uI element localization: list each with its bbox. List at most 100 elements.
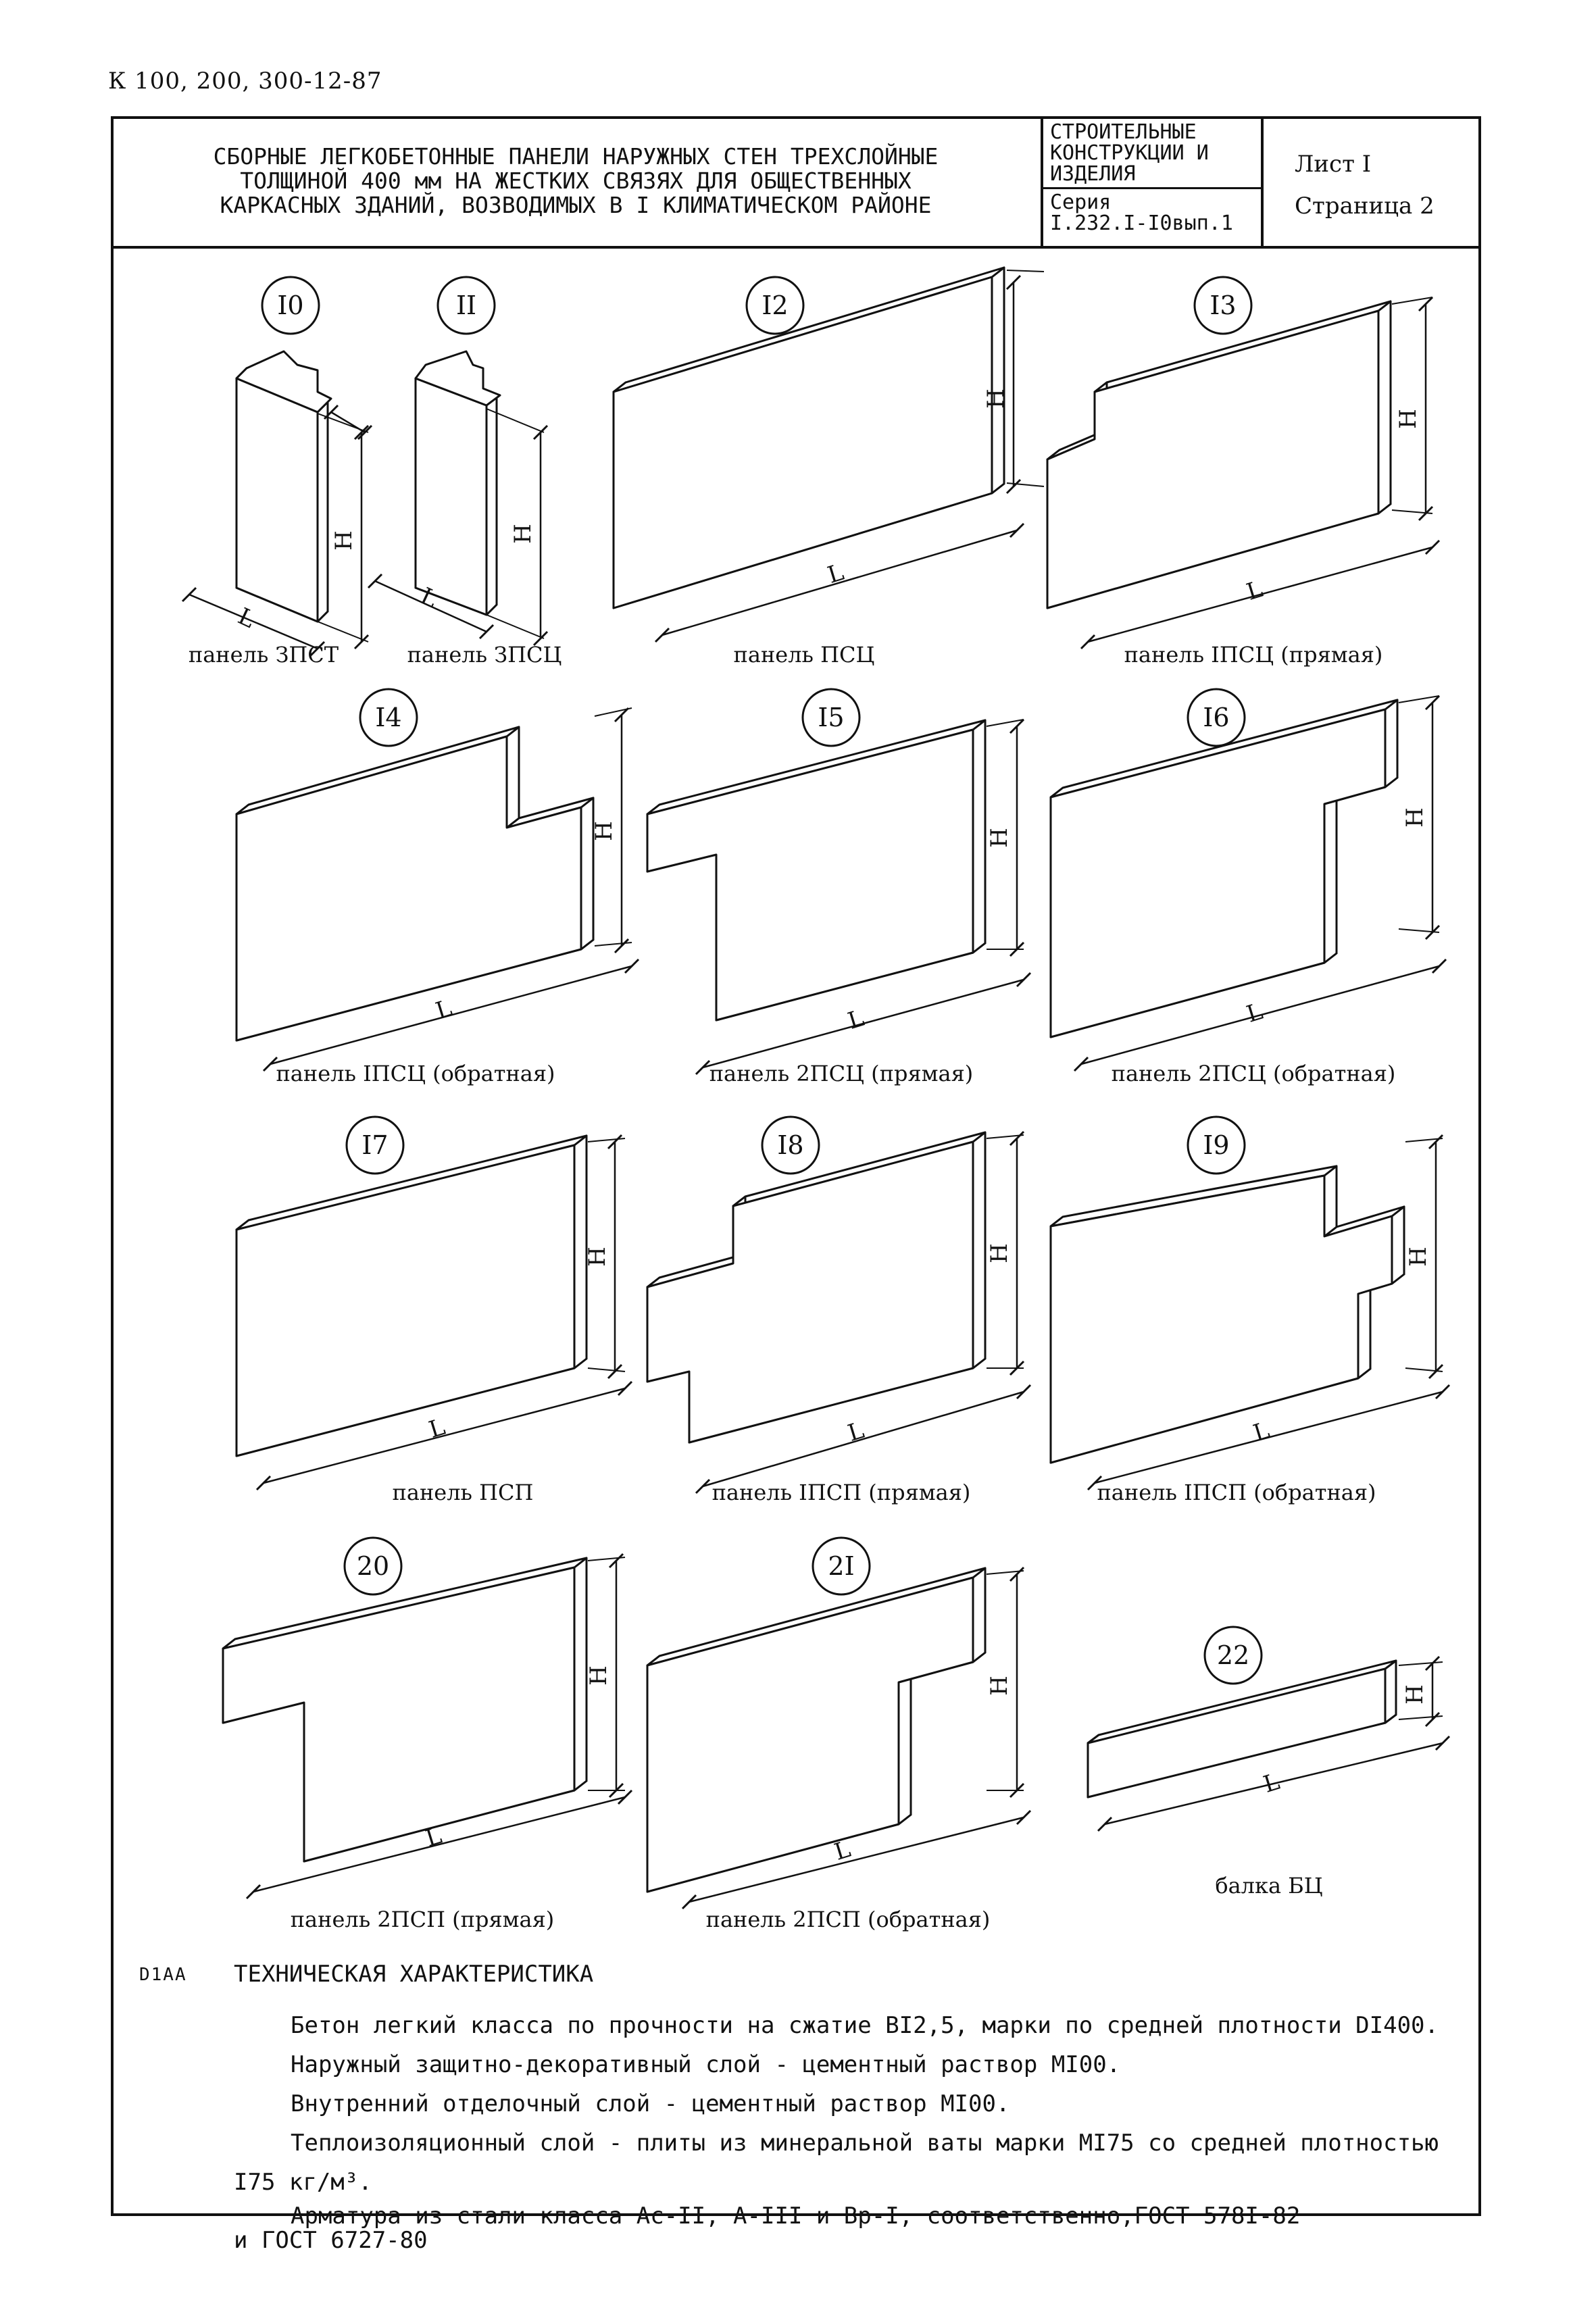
panel-1psp-reverse-front-face (1049, 1174, 1393, 1464)
title-block: СБОРНЫЕ ЛЕГКОБЕТОННЫЕ ПАНЕЛИ НАРУЖНЫХ СТ… (111, 116, 1481, 249)
panel-2psc-reverse-front-face (1049, 708, 1387, 1038)
extension-line (594, 707, 632, 717)
item-caption: панель 2ПСП (обратная) (706, 1907, 991, 1932)
dimension-tick (1435, 1384, 1451, 1400)
dimension-label: H (1405, 1247, 1432, 1267)
extension-line (594, 942, 632, 947)
dimension-tick (1424, 539, 1441, 555)
panel-zpsc-front-face (414, 377, 488, 616)
panel-2psc-reverse-edge-face (1323, 793, 1338, 964)
item-number: I2 (762, 291, 788, 320)
dimension-tick (614, 938, 630, 954)
dimension-label: H (986, 1676, 1013, 1696)
dimension-label: L (831, 1836, 853, 1866)
spec-title: ТЕХНИЧЕСКАЯ ХАРАКТЕРИСТИКА (234, 1961, 594, 1988)
dimension-label: H (986, 1243, 1013, 1263)
dimension-tick (1009, 941, 1025, 957)
panel-1psc-straight-edge-face (1377, 300, 1392, 515)
dimension-tick (1080, 634, 1096, 650)
panel-2psp-straight-front-face (222, 1566, 576, 1863)
beam-bc-front-face (1087, 1667, 1387, 1799)
dimension-tick (1431, 958, 1447, 974)
dimension-line (1087, 546, 1433, 643)
dimension-tick (608, 1553, 624, 1569)
dimension-line (702, 978, 1024, 1069)
item-caption: панель ЗПСЦ (407, 642, 562, 668)
dimension-tick (1016, 1809, 1032, 1826)
item-number: 2I (828, 1551, 854, 1581)
panel-psc-front-face (612, 276, 993, 609)
dimension-label: H (509, 524, 537, 544)
sheet-number: Лист I (1295, 151, 1372, 178)
item-number-circle (1193, 276, 1253, 335)
extension-line (986, 1570, 1024, 1575)
dimension-tick (617, 1380, 633, 1397)
item-caption: балка БЦ (1215, 1873, 1322, 1898)
dimension-tick (357, 424, 373, 441)
dimension-tick (1016, 1384, 1032, 1400)
panel-2psc-reverse-edge-face (1384, 699, 1399, 788)
spec-line: и ГОСТ 6727-80 (234, 2227, 428, 2254)
panel-1psp-straight-front-face (646, 1140, 974, 1444)
item-number: I6 (1203, 703, 1229, 732)
dimension-label: H (986, 828, 1013, 848)
dimension-tick (1005, 478, 1022, 495)
dimension-tick (608, 1782, 624, 1799)
dimension-line (702, 1390, 1024, 1488)
dimension-line (270, 965, 632, 1065)
item-caption: панель 2ПСЦ (обратная) (1112, 1061, 1396, 1086)
dimension-label: H (982, 388, 1009, 409)
item-number-circle (801, 688, 861, 747)
dimension-tick (532, 424, 549, 441)
panel-1psp-reverse-edge-face (1357, 1283, 1372, 1380)
panel-psp-front-face (235, 1144, 576, 1457)
panel-2psc-straight-edge-face (972, 719, 987, 954)
extension-line (317, 621, 369, 643)
spec-line: Теплоизоляционный слой - плиты из минера… (291, 2130, 1439, 2157)
title-line: ТОЛЩИНОЙ 400 мм НА ЖЕСТКИХ СВЯЗЯХ ДЛЯ ОБ… (240, 168, 912, 194)
dimension-label: L (845, 1005, 867, 1035)
title-block-main: СБОРНЫЕ ЛЕГКОБЕТОННЫЕ ПАНЕЛИ НАРУЖНЫХ СТ… (111, 116, 1041, 246)
panel-zpsc-top (414, 350, 501, 407)
dimension-line (253, 1796, 626, 1893)
series-block: СТРОИТЕЛЬНЫЕ КОНСТРУКЦИИ И ИЗДЕЛИЯ Серия… (1041, 116, 1264, 246)
panel-2psp-reverse-front-face (646, 1576, 974, 1893)
spec-line: Бетон легкий класса по прочности на сжат… (291, 2012, 1439, 2039)
dimension-label: H (591, 821, 618, 841)
panel-1psp-reverse-edge-face (1323, 1165, 1338, 1238)
item-number: I4 (375, 703, 401, 732)
item-number: 22 (1217, 1640, 1249, 1670)
dimension-tick (353, 424, 370, 441)
dimension-label: L (1250, 1417, 1272, 1447)
dimension-tick (607, 1363, 623, 1380)
dimension-label: L (824, 559, 847, 589)
spec-line: Наружный защитно-декоративный слой - цем… (291, 2051, 1121, 2078)
item-number: I0 (277, 291, 303, 320)
dimension-tick (1009, 1360, 1025, 1376)
dimension-tick (1009, 1566, 1025, 1582)
panel-1psp-reverse-edge-face (1391, 1205, 1405, 1285)
extension-line (486, 408, 545, 433)
dimension-label: L (432, 995, 455, 1025)
dimension-tick (1073, 1056, 1089, 1072)
dimension-tick (607, 1134, 623, 1150)
item-number: I7 (361, 1130, 388, 1160)
item-number-circle (437, 276, 496, 335)
dimension-tick (1418, 505, 1434, 522)
dimension-tick (1428, 1363, 1444, 1380)
dimension-label: H (585, 1665, 612, 1686)
dimension-line (689, 1816, 1024, 1903)
dimension-tick (1424, 924, 1441, 940)
panel-2psp-reverse-edge-face (972, 1567, 987, 1663)
dimension-tick (367, 573, 383, 589)
spec-line: Внутренний отделочный слой - цементный р… (291, 2090, 1010, 2117)
item-number-circle (345, 1115, 405, 1175)
dimension-tick (309, 640, 326, 657)
dimension-tick (245, 1884, 261, 1900)
panel-1psc-reverse-edge-face (580, 797, 595, 951)
panel-1psc-straight-front-face (1046, 309, 1380, 609)
extension-line (1398, 695, 1440, 703)
dimension-line (263, 1387, 626, 1484)
dimension-line (1080, 965, 1440, 1065)
